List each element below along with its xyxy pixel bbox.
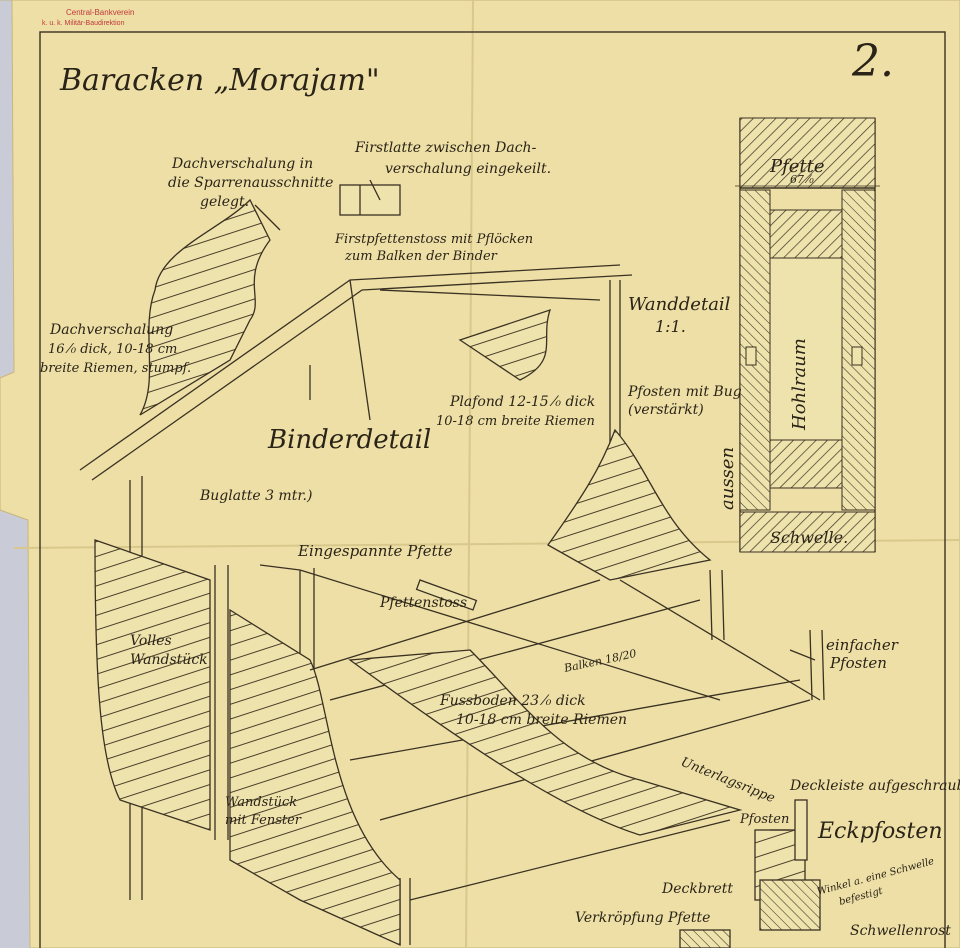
wall-detail-section: Pfette 67 ⁄₀ Wanddetail 1:1. Hohlraum au… [628, 117, 880, 553]
svg-text:67 ⁄₀: 67 ⁄₀ [790, 173, 814, 186]
svg-text:Deckbrett: Deckbrett [661, 881, 733, 897]
svg-text:einfacher: einfacher [826, 636, 899, 654]
fold-line-vertical [465, 0, 474, 948]
svg-text:Pfosten mit Bug: Pfosten mit Bug [627, 384, 742, 400]
svg-text:Dachverschalung: Dachverschalung [49, 322, 173, 338]
svg-text:Eckpfosten: Eckpfosten [817, 819, 943, 844]
svg-text:k. u. k. Militär-Baudirektion: k. u. k. Militär-Baudirektion [42, 20, 125, 27]
svg-text:Wandstück: Wandstück [130, 652, 208, 668]
svg-text:Deckleiste aufgeschraubt: Deckleiste aufgeschraubt [789, 778, 960, 794]
svg-text:Pfosten: Pfosten [829, 654, 887, 672]
sheet-number: 2. [851, 36, 894, 87]
svg-text:Central-Bankverein: Central-Bankverein [66, 8, 134, 17]
pfette-block [739, 117, 876, 189]
svg-text:die Sparrenausschnitte: die Sparrenausschnitte [168, 175, 333, 191]
stamp: Central-Bankverein k. u. k. Militär-Baud… [42, 8, 134, 27]
svg-text:Firstlatte zwischen Dach-: Firstlatte zwischen Dach- [354, 140, 537, 156]
firstlatte-detail [339, 184, 401, 216]
roof-cladding-sheet [139, 198, 271, 416]
svg-text:(verstärkt): (verstärkt) [628, 402, 704, 418]
barrack-isometric-drawing [79, 179, 825, 948]
svg-text:aussen: aussen [717, 447, 738, 510]
floor-boards [348, 649, 743, 836]
svg-text:Schwellenrost: Schwellenrost [850, 923, 951, 939]
svg-text:Buglatte 3 mtr.): Buglatte 3 mtr.) [199, 488, 312, 504]
svg-text:mit Fenster: mit Fenster [225, 813, 302, 828]
svg-text:Wandstück: Wandstück [225, 795, 297, 810]
svg-text:Hohlraum: Hohlraum [789, 338, 810, 431]
svg-text:Eingespannte Pfette: Eingespannte Pfette [297, 542, 453, 560]
svg-text:Verkröpfung Pfette: Verkröpfung Pfette [575, 910, 710, 926]
labels: Dachverschalung in die Sparrenausschnitt… [40, 140, 960, 939]
svg-text:10-18 cm breite Riemen: 10-18 cm breite Riemen [436, 414, 595, 429]
svg-text:breite Riemen, stumpf.: breite Riemen, stumpf. [40, 361, 191, 376]
svg-text:Plafond 12-15 ⁄₀ dick: Plafond 12-15 ⁄₀ dick [449, 394, 595, 410]
svg-text:Fussboden 23 ⁄₀ dick: Fussboden 23 ⁄₀ dick [439, 693, 586, 709]
svg-text:zum Balken der Binder: zum Balken der Binder [344, 249, 498, 264]
svg-text:gelegt.: gelegt. [200, 194, 249, 210]
svg-text:16 ⁄₀ dick, 10-18 cm: 16 ⁄₀ dick, 10-18 cm [48, 342, 177, 357]
sheet-border [39, 31, 946, 948]
ceiling-sheet [458, 308, 552, 381]
wall-panel-right [547, 428, 712, 581]
svg-text:Volles: Volles [130, 633, 172, 649]
svg-text:1:1.: 1:1. [655, 317, 686, 336]
schwelle-block [739, 511, 876, 553]
drawing-title: Baracken „Morajam" [59, 63, 380, 98]
svg-text:Pfosten: Pfosten [739, 812, 789, 827]
svg-text:Pfette: Pfette [769, 156, 825, 177]
svg-text:Binderdetail: Binderdetail [267, 425, 431, 455]
wall-panel-window [229, 608, 401, 947]
svg-text:verschalung eingekeilt.: verschalung eingekeilt. [385, 161, 551, 177]
svg-text:Dachverschalung in: Dachverschalung in [171, 156, 313, 172]
svg-text:10-18 cm breite Riemen: 10-18 cm breite Riemen [456, 712, 627, 728]
wall-panel-left [94, 539, 211, 831]
svg-text:Schwelle.: Schwelle. [770, 528, 848, 547]
svg-text:Firstpfettenstoss mit Pflöcken: Firstpfettenstoss mit Pflöcken [334, 232, 533, 247]
svg-text:Wanddetail: Wanddetail [628, 294, 731, 315]
svg-text:Pfettenstoss: Pfettenstoss [379, 595, 467, 611]
